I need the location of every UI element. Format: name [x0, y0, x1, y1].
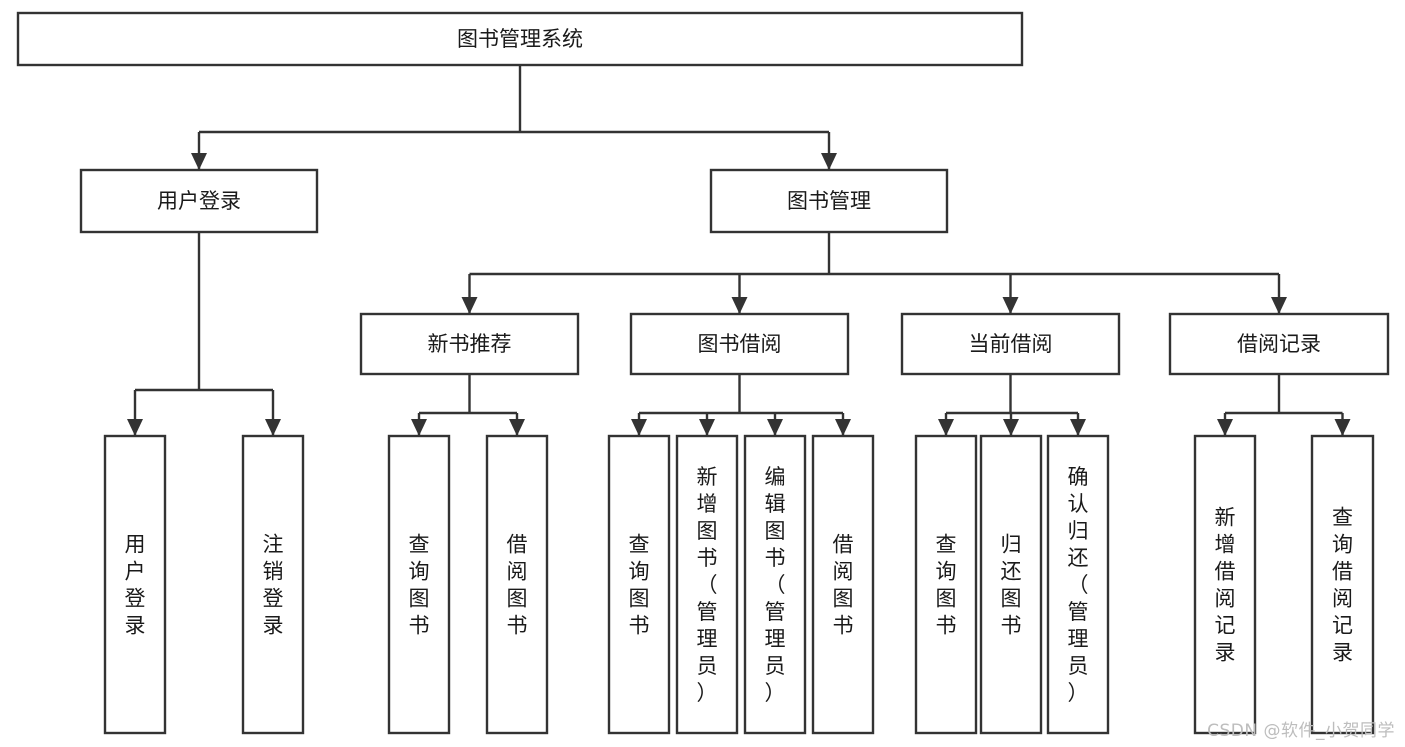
node-leaf-confirm-return-box[interactable] [1046, 434, 1110, 735]
node-leaf-return-book-label: 归还图书 [1001, 533, 1022, 638]
node-leaf-query-book-2-label: 查询图书 [629, 533, 650, 638]
watermark-text: CSDN @软件_小贺同学 [1207, 721, 1395, 741]
node-root[interactable]: 图书管理系统 [16, 11, 1024, 67]
edge-arrowhead [1003, 419, 1019, 436]
node-borrow-record[interactable]: 借阅记录 [1168, 312, 1390, 376]
node-new-book-rec[interactable]: 新书推荐 [359, 312, 580, 376]
node-book-manage[interactable]: 图书管理 [709, 168, 949, 234]
node-new-book-rec-box[interactable] [359, 312, 580, 376]
edge-arrowhead [1271, 297, 1287, 314]
node-leaf-query-book-1-box[interactable] [387, 434, 451, 735]
node-book-borrow[interactable]: 图书借阅 [629, 312, 850, 376]
node-leaf-query-book-1-label: 查询图书 [409, 533, 430, 638]
node-borrow-record-label: 借阅记录 [1237, 332, 1321, 356]
edge-arrowhead [461, 297, 478, 314]
node-leaf-return-book[interactable]: 归还图书 [979, 434, 1043, 735]
node-leaf-query-book-3[interactable]: 查询图书 [914, 434, 978, 735]
node-leaf-edit-book-label: 编辑图书（管理员） [765, 465, 786, 705]
node-leaf-logout[interactable]: 注销登录 [241, 434, 305, 735]
node-root-box[interactable] [16, 11, 1024, 67]
node-leaf-user-login[interactable]: 用户登录 [103, 434, 167, 735]
node-borrow-record-box[interactable] [1168, 312, 1390, 376]
edge-arrowhead [127, 419, 143, 436]
node-user-login-box[interactable] [79, 168, 319, 234]
edge-arrowhead [191, 153, 207, 170]
node-current-borrow-box[interactable] [900, 312, 1121, 376]
edge-arrowhead [699, 419, 715, 436]
node-leaf-query-book-3-box[interactable] [914, 434, 978, 735]
node-user-login-label: 用户登录 [157, 189, 241, 213]
node-leaf-user-login-label: 用户登录 [125, 533, 146, 638]
node-leaf-user-login-box[interactable] [103, 434, 167, 735]
node-current-borrow-label: 当前借阅 [969, 332, 1053, 356]
node-leaf-query-book-2-box[interactable] [607, 434, 671, 735]
edge-arrowhead [1217, 419, 1233, 436]
node-leaf-query-record[interactable]: 查询借阅记录 [1310, 434, 1375, 735]
edge-arrowhead [821, 153, 837, 170]
node-leaf-borrow-book-2-box[interactable] [811, 434, 875, 735]
node-leaf-logout-label: 注销登录 [263, 533, 284, 638]
edge-arrowhead [835, 419, 851, 436]
node-book-borrow-label: 图书借阅 [698, 332, 782, 356]
edge-arrowhead [265, 419, 281, 436]
node-leaf-borrow-book-1-box[interactable] [485, 434, 549, 735]
nodes-layer: 图书管理系统用户登录图书管理新书推荐图书借阅当前借阅借阅记录用户登录注销登录查询… [16, 11, 1390, 735]
node-leaf-edit-book[interactable]: 编辑图书（管理员） [743, 434, 807, 735]
node-leaf-add-record-box[interactable] [1193, 434, 1257, 735]
node-leaf-add-record-label: 新增借阅记录 [1215, 506, 1236, 665]
node-book-manage-label: 图书管理 [787, 189, 871, 213]
node-leaf-query-book-1[interactable]: 查询图书 [387, 434, 451, 735]
node-leaf-confirm-return[interactable]: 确认归还（管理员） [1046, 434, 1110, 735]
node-leaf-add-book-label: 新增图书（管理员） [697, 465, 718, 705]
node-leaf-return-book-box[interactable] [979, 434, 1043, 735]
node-leaf-borrow-book-1-label: 借阅图书 [507, 533, 528, 638]
edge-arrowhead [1002, 297, 1019, 314]
node-leaf-add-book[interactable]: 新增图书（管理员） [675, 434, 739, 735]
node-leaf-query-record-box[interactable] [1310, 434, 1375, 735]
edge-arrowhead [631, 419, 647, 436]
node-leaf-borrow-book-1[interactable]: 借阅图书 [485, 434, 549, 735]
node-leaf-borrow-book-2-label: 借阅图书 [833, 533, 854, 638]
node-new-book-rec-label: 新书推荐 [428, 332, 512, 356]
node-current-borrow[interactable]: 当前借阅 [900, 312, 1121, 376]
node-leaf-borrow-book-2[interactable]: 借阅图书 [811, 434, 875, 735]
node-leaf-add-book-box[interactable] [675, 434, 739, 735]
node-leaf-query-book-3-label: 查询图书 [936, 533, 957, 638]
edge-arrowhead [1334, 419, 1351, 436]
node-leaf-logout-box[interactable] [241, 434, 305, 735]
node-leaf-query-record-label: 查询借阅记录 [1332, 506, 1353, 665]
node-leaf-add-record[interactable]: 新增借阅记录 [1193, 434, 1257, 735]
node-leaf-confirm-return-label: 确认归还（管理员） [1068, 465, 1089, 705]
node-book-manage-box[interactable] [709, 168, 949, 234]
node-book-borrow-box[interactable] [629, 312, 850, 376]
edges-layer [127, 65, 1351, 436]
edge-arrowhead [411, 419, 427, 436]
node-root-label: 图书管理系统 [457, 27, 583, 51]
node-leaf-query-book-2[interactable]: 查询图书 [607, 434, 671, 735]
edge-arrowhead [509, 419, 525, 436]
node-leaf-edit-book-box[interactable] [743, 434, 807, 735]
edge-arrowhead [938, 419, 954, 436]
edge-arrowhead [1070, 419, 1086, 436]
edge-arrowhead [731, 297, 748, 314]
edge-arrowhead [767, 419, 783, 436]
node-user-login[interactable]: 用户登录 [79, 168, 319, 234]
